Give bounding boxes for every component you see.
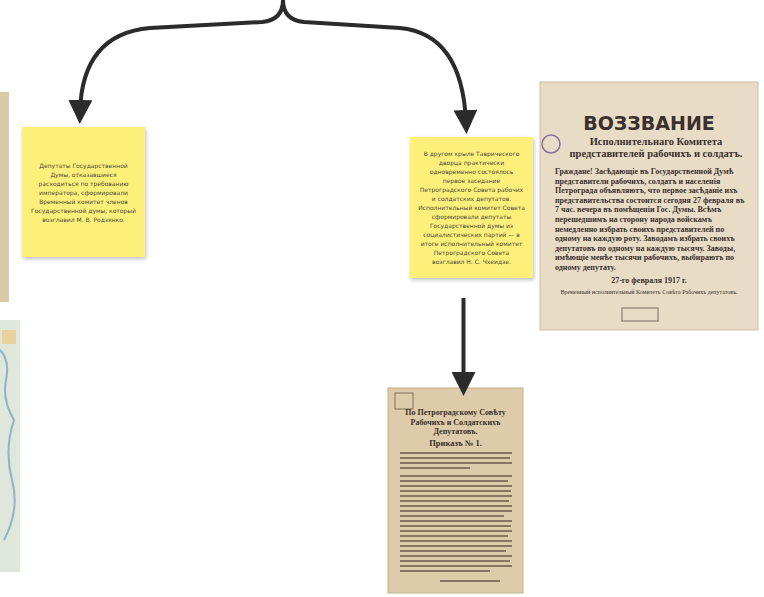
map-area <box>2 330 16 344</box>
map-river <box>0 350 15 540</box>
note-body: Депутаты Государственной Думы, отказавши… <box>30 161 137 224</box>
document-text: 27-го февраля 1917 г. <box>545 276 753 286</box>
note-body: В другом крыле Таврического дворца практ… <box>418 149 525 266</box>
connector-arrow <box>462 298 466 384</box>
document-title: По Петроградскому Совѣту Рабочихъ и Солд… <box>392 408 519 437</box>
document-text: Временный исполнительный Комитетъ Совѣта… <box>545 289 753 296</box>
brace-arrow <box>283 0 466 122</box>
sticky-note: Депутаты Государственной Думы, отказавши… <box>22 127 145 257</box>
document-text: Исполнительнаго Комитета представителей … <box>545 136 753 161</box>
document: По Петроградскому Совѣту Рабочихъ и Солд… <box>392 408 519 448</box>
stamp <box>395 393 413 409</box>
document-paper <box>540 82 758 330</box>
stamp <box>542 135 560 153</box>
note-text: Депутаты Государственной Думы, отказавши… <box>30 161 137 224</box>
sticky-note: В другом крыле Таврического дворца практ… <box>410 137 533 278</box>
document-title: ВОЗЗВАНИЕ <box>545 112 753 135</box>
document: ВОЗЗВАНИЕИсполнительнаго Комитета предст… <box>545 88 753 326</box>
document-paper <box>388 388 523 593</box>
document-text: Граждане! Засѣдающіе въ Государственной … <box>545 167 753 273</box>
document-lines <box>400 452 512 582</box>
cropped-map <box>0 320 20 572</box>
brace-arrow <box>80 0 283 112</box>
stamp <box>622 308 658 321</box>
cropped-image <box>0 92 9 302</box>
note-text: В другом крыле Таврического дворца практ… <box>418 149 525 266</box>
document-text: Приказъ № 1. <box>392 438 519 448</box>
